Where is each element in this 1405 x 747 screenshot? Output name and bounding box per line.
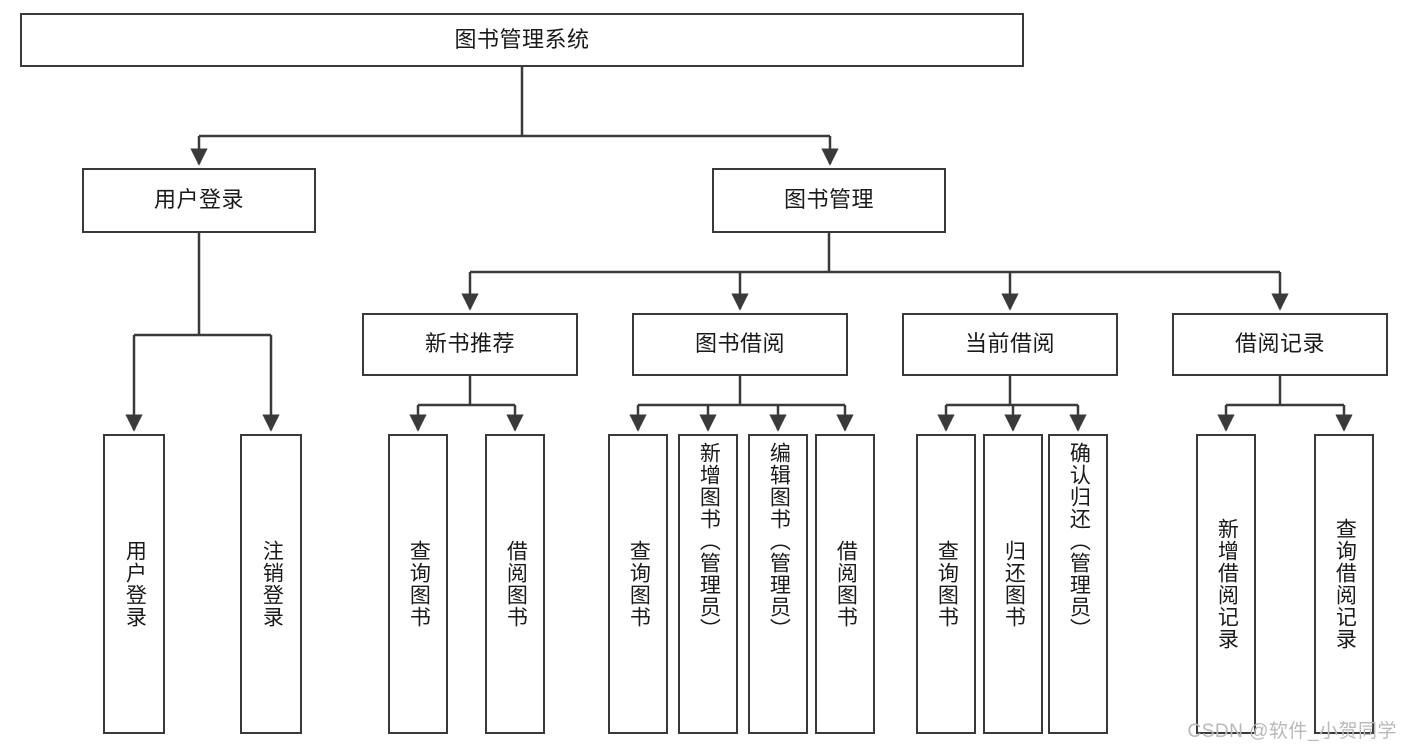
leaf-current-return-book[interactable]: 归还图书 bbox=[983, 434, 1043, 734]
leaf-borrow-add-book-admin[interactable]: 新增图书（管理员） bbox=[678, 434, 738, 734]
leaf-record-query-record[interactable]: 查询借阅记录 bbox=[1314, 434, 1374, 734]
node-root[interactable]: 图书管理系统 bbox=[20, 13, 1024, 67]
leaf-borrow-add-book-admin-label: 新增图书（管理员） bbox=[697, 442, 721, 640]
leaf-borrow-query-book-label: 查询图书 bbox=[627, 540, 651, 628]
node-borrow-record[interactable]: 借阅记录 bbox=[1172, 313, 1388, 376]
leaf-current-query-book-label: 查询图书 bbox=[935, 540, 959, 628]
leaf-borrow-lend-book[interactable]: 借阅图书 bbox=[815, 434, 875, 734]
leaf-record-query-record-label: 查询借阅记录 bbox=[1333, 518, 1357, 650]
leaf-newbook-borrow-book-label: 借阅图书 bbox=[504, 540, 528, 628]
leaf-borrow-edit-book-admin-label: 编辑图书（管理员） bbox=[767, 442, 791, 640]
node-book-management[interactable]: 图书管理 bbox=[712, 168, 946, 233]
leaf-current-query-book[interactable]: 查询图书 bbox=[916, 434, 976, 734]
leaf-user-login-label: 用户登录 bbox=[123, 540, 147, 628]
node-book-management-label: 图书管理 bbox=[783, 187, 874, 213]
leaf-borrow-query-book[interactable]: 查询图书 bbox=[608, 434, 668, 734]
leaf-current-return-book-label: 归还图书 bbox=[1002, 540, 1026, 628]
leaf-newbook-query-book[interactable]: 查询图书 bbox=[388, 434, 448, 734]
leaf-user-logout[interactable]: 注销登录 bbox=[240, 434, 302, 734]
leaf-record-add-record[interactable]: 新增借阅记录 bbox=[1196, 434, 1256, 734]
node-book-borrow[interactable]: 图书借阅 bbox=[632, 313, 848, 376]
node-current-borrow-label: 当前借阅 bbox=[964, 331, 1055, 357]
node-user-login-label: 用户登录 bbox=[153, 187, 244, 213]
leaf-newbook-query-book-label: 查询图书 bbox=[407, 540, 431, 628]
leaf-record-add-record-label: 新增借阅记录 bbox=[1215, 518, 1239, 650]
node-new-book-recommend[interactable]: 新书推荐 bbox=[362, 313, 578, 376]
leaf-newbook-borrow-book[interactable]: 借阅图书 bbox=[485, 434, 545, 734]
node-root-label: 图书管理系统 bbox=[454, 26, 590, 52]
node-new-book-recommend-label: 新书推荐 bbox=[424, 331, 515, 357]
leaf-user-login[interactable]: 用户登录 bbox=[103, 434, 165, 734]
node-current-borrow[interactable]: 当前借阅 bbox=[902, 313, 1118, 376]
node-borrow-record-label: 借阅记录 bbox=[1234, 331, 1325, 357]
leaf-user-logout-label: 注销登录 bbox=[260, 540, 284, 628]
watermark-text: CSDN @软件_小贺同学 bbox=[1187, 721, 1397, 742]
leaf-borrow-edit-book-admin[interactable]: 编辑图书（管理员） bbox=[748, 434, 808, 734]
leaf-current-confirm-return-admin-label: 确认归还（管理员） bbox=[1067, 442, 1091, 640]
leaf-borrow-lend-book-label: 借阅图书 bbox=[834, 540, 858, 628]
node-book-borrow-label: 图书借阅 bbox=[694, 331, 785, 357]
leaf-current-confirm-return-admin[interactable]: 确认归还（管理员） bbox=[1048, 434, 1108, 734]
node-user-login[interactable]: 用户登录 bbox=[82, 168, 316, 233]
